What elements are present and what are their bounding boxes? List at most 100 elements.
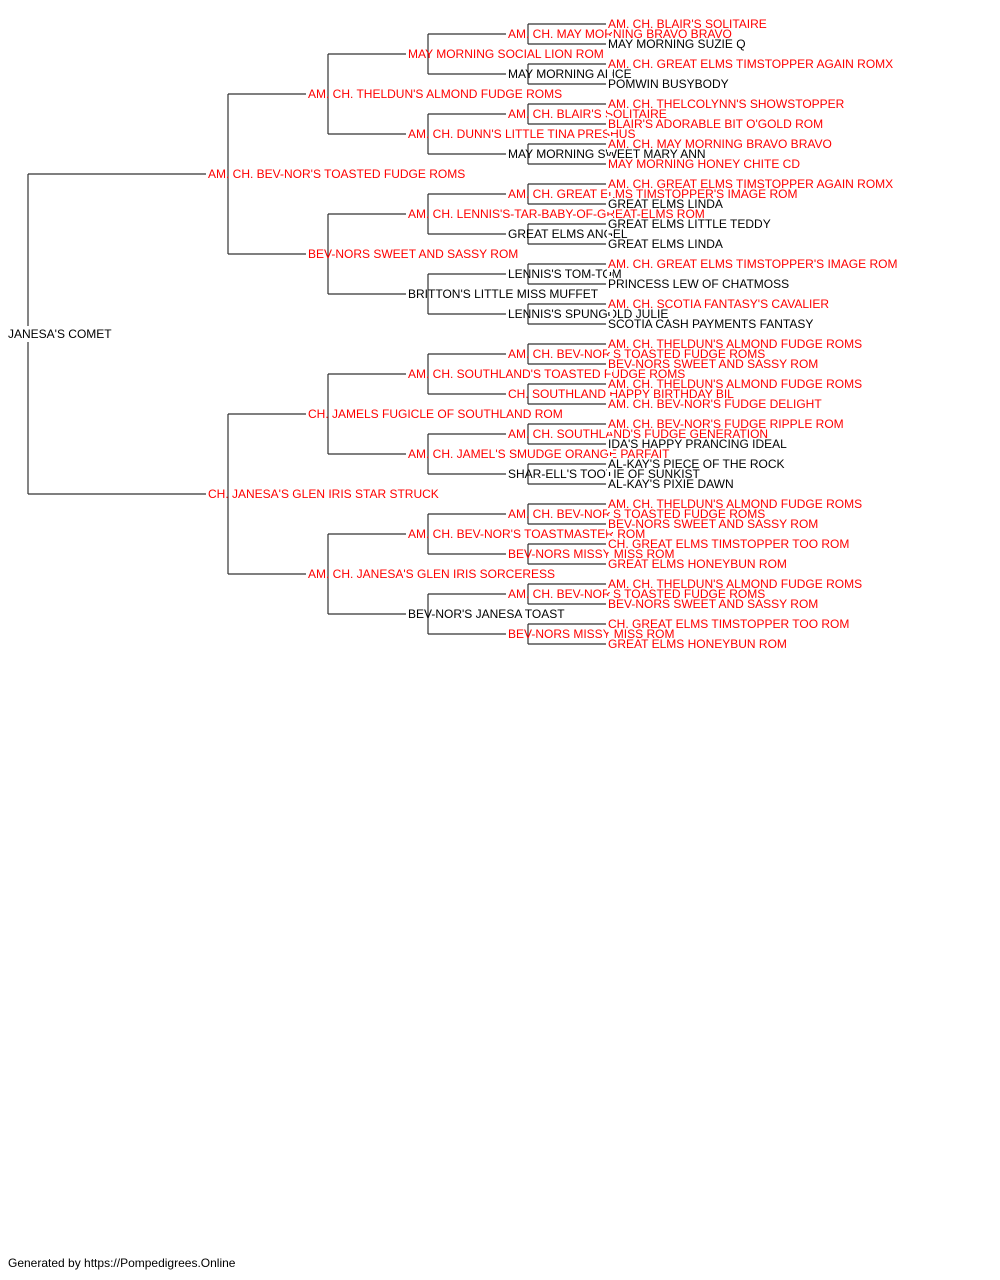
label-gap <box>607 476 613 492</box>
ancestor-name-gen5: GREAT ELMS LINDA <box>608 237 723 251</box>
label-gap <box>407 46 413 62</box>
root-label-backing <box>8 326 118 342</box>
label-gap <box>307 406 313 422</box>
label-gap <box>607 396 613 412</box>
label-gap <box>607 156 613 172</box>
label-gap <box>607 96 613 112</box>
footer-credit: Generated by https://Pompedigrees.Online <box>8 1256 236 1270</box>
ancestor-name-gen3: MAY MORNING SOCIAL LION ROM <box>408 47 604 61</box>
ancestor-name-gen5: MAY MORNING SUZIE Q <box>608 37 746 51</box>
label-gap <box>607 376 613 392</box>
ancestor-name-gen5: GREAT ELMS LINDA <box>608 197 723 211</box>
ancestor-name-gen2: BEV-NORS SWEET AND SASSY ROM <box>308 247 518 261</box>
label-gap <box>507 66 513 82</box>
label-gap <box>607 56 613 72</box>
ancestor-name-gen4: AM. CH. BEV-NOR'S TOASTED FUDGE ROMS <box>508 347 765 361</box>
ancestor-name-gen5: AM. CH. THELDUN'S ALMOND FUDGE ROMS <box>608 377 862 391</box>
ancestor-name-gen2: AM. CH. JANESA'S GLEN IRIS SORCERESS <box>308 567 555 581</box>
ancestor-name-gen4: SHAR-ELL'S TOOTIE OF SUNKIST <box>508 467 701 481</box>
ancestor-name-gen3: AM. CH. DUNN'S LITTLE TINA PRESHUS <box>408 127 635 141</box>
label-gap <box>607 76 613 92</box>
root-dog-name: JANESA'S COMET <box>8 327 112 341</box>
ancestor-name-gen4: CH. SOUTHLAND HAPPY BIRTHDAY BIL <box>508 387 734 401</box>
ancestor-name-gen4: AM. CH. BEV-NOR'S TOASTED FUDGE ROMS <box>508 587 765 601</box>
ancestor-name-gen5: AM. CH. BEV-NOR'S FUDGE RIPPLE ROM <box>608 417 844 431</box>
label-gap <box>607 196 613 212</box>
ancestor-name-gen5: SCOTIA CASH PAYMENTS FANTASY <box>608 317 813 331</box>
ancestor-name-gen5: AM. CH. BEV-NOR'S FUDGE DELIGHT <box>608 397 822 411</box>
label-gap <box>607 216 613 232</box>
ancestor-name-gen5: PRINCESS LEW OF CHATMOSS <box>608 277 789 291</box>
ancestor-name-gen1: CH. JANESA'S GLEN IRIS STAR STRUCK <box>208 487 439 501</box>
ancestor-name-gen4: GREAT ELMS ANGEL <box>508 227 628 241</box>
label-gap <box>307 246 313 262</box>
ancestor-name-gen2: CH. JAMELS FUGICLE OF SOUTHLAND ROM <box>308 407 563 421</box>
ancestor-name-gen4: AM. CH. MAY MORNING BRAVO BRAVO <box>508 27 732 41</box>
label-gap <box>607 496 613 512</box>
label-gap <box>507 546 513 562</box>
ancestor-name-gen5: AL-KAY'S PIXIE DAWN <box>608 477 734 491</box>
ancestor-name-gen4: MAY MORNING SWEET MARY ANN <box>508 147 706 161</box>
label-gap <box>307 86 313 102</box>
label-gap <box>607 576 613 592</box>
label-gap <box>607 316 613 332</box>
label-gap <box>507 346 513 362</box>
ancestor-name-gen3: BEV-NOR'S JANESA TOAST <box>408 607 565 621</box>
label-gap <box>607 556 613 572</box>
label-gap <box>407 366 413 382</box>
ancestor-name-gen5: IDA'S HAPPY PRANCING IDEAL <box>608 437 787 451</box>
ancestor-name-gen5: AM. CH. GREAT ELMS TIMSTOPPER AGAIN ROMX <box>608 177 893 191</box>
label-gap <box>607 256 613 272</box>
ancestor-name-gen4: BEV-NORS MISSY MISS ROM <box>508 627 674 641</box>
label-gap <box>607 36 613 52</box>
label-gap <box>607 416 613 432</box>
ancestor-name-gen5: AM. CH. GREAT ELMS TIMSTOPPER'S IMAGE RO… <box>608 257 897 271</box>
label-gap <box>507 146 513 162</box>
ancestor-name-gen2: AM. CH. THELDUN'S ALMOND FUDGE ROMS <box>308 87 562 101</box>
label-gap <box>607 16 613 32</box>
ancestor-name-gen5: AL-KAY'S PIECE OF THE ROCK <box>608 457 785 471</box>
ancestor-name-gen5: MAY MORNING HONEY CHITE CD <box>608 157 800 171</box>
ancestor-name-gen5: GREAT ELMS LITTLE TEDDY <box>608 217 771 231</box>
ancestor-name-gen5: AM. CH. MAY MORNING BRAVO BRAVO <box>608 137 832 151</box>
label-gap <box>507 106 513 122</box>
ancestor-name-gen5: BEV-NORS SWEET AND SASSY ROM <box>608 597 818 611</box>
ancestor-name-gen5: AM. CH. THELDUN'S ALMOND FUDGE ROMS <box>608 337 862 351</box>
label-gap <box>507 266 513 282</box>
label-gap <box>607 616 613 632</box>
label-gap <box>407 286 413 302</box>
ancestor-name-gen4: AM. CH. SOUTHLAND'S FUDGE GENERATION <box>508 427 768 441</box>
label-gap <box>607 336 613 352</box>
label-gap <box>607 116 613 132</box>
ancestor-name-gen5: GREAT ELMS HONEYBUN ROM <box>608 557 787 571</box>
ancestor-name-gen3: AM. CH. JAMEL'S SMUDGE ORANGE PARFAIT <box>408 447 670 461</box>
label-gap <box>507 506 513 522</box>
ancestor-name-gen4: LENNIS'S SPUNGOLD JULIE <box>508 307 668 321</box>
label-gap <box>607 356 613 372</box>
pedigree-tree: JANESA'S COMET AM. CH. BEV-NOR'S TOASTED … <box>8 16 897 652</box>
ancestor-name-gen3: AM. CH. LENNIS'S-TAR-BABY-OF-GREAT-ELMS … <box>408 207 705 221</box>
ancestor-name-gen5: POMWIN BUSYBODY <box>608 77 729 91</box>
ancestor-name-gen5: BEV-NORS SWEET AND SASSY ROM <box>608 357 818 371</box>
label-gap <box>407 126 413 142</box>
label-gap <box>507 626 513 642</box>
label-gap <box>407 606 413 622</box>
label-gap <box>607 596 613 612</box>
label-gap <box>507 466 513 482</box>
label-gap <box>607 296 613 312</box>
label-gap <box>507 426 513 442</box>
ancestor-name-gen5: AM. CH. GREAT ELMS TIMSTOPPER AGAIN ROMX <box>608 57 893 71</box>
ancestor-name-gen3: AM. CH. BEV-NOR'S TOASTMASTER ROM <box>408 527 645 541</box>
ancestor-name-gen5: CH. GREAT ELMS TIMSTOPPER TOO ROM <box>608 537 849 551</box>
label-gap <box>607 176 613 192</box>
label-gap <box>407 526 413 542</box>
label-gap <box>607 636 613 652</box>
label-gap <box>607 456 613 472</box>
ancestor-name-gen5: AM. CH. THELDUN'S ALMOND FUDGE ROMS <box>608 497 862 511</box>
ancestor-name-gen5: CH. GREAT ELMS TIMSTOPPER TOO ROM <box>608 617 849 631</box>
ancestor-name-gen4: AM. CH. GREAT ELMS TIMSTOPPER'S IMAGE RO… <box>508 187 797 201</box>
label-gap <box>507 586 513 602</box>
ancestor-name-gen5: BLAIR'S ADORABLE BIT O'GOLD ROM <box>608 117 823 131</box>
ancestor-name-gen5: AM. CH. THELCOLYNN'S SHOWSTOPPER <box>608 97 845 111</box>
ancestor-name-gen4: AM. CH. BLAIR'S SOLITAIRE <box>508 107 667 121</box>
